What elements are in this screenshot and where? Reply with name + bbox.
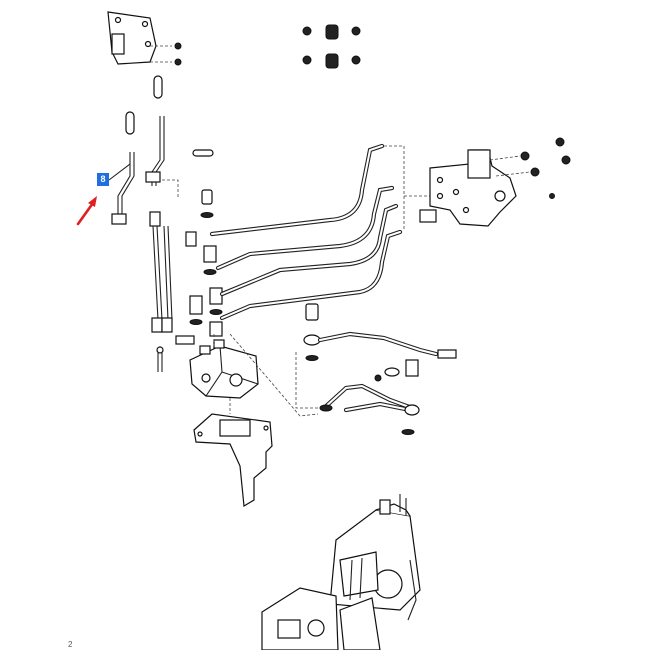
control-valve-block [189,333,319,417]
hydraulic-pipes [209,143,430,321]
valve-mounting-plate [419,137,571,227]
small-fittings-top-right [302,24,361,69]
pin-part [192,149,214,157]
part-callout-8[interactable]: 8 [97,173,109,186]
lever-assembly-left [111,75,179,372]
red-arrow-icon [76,196,97,226]
mounting-bracket-top [107,11,182,66]
callout-leader-line [108,163,131,181]
lift-cover-assembly [261,494,421,650]
valve-support-bracket [193,398,273,508]
fitting-column [175,189,223,345]
corner-mark: 2 [68,640,73,649]
return-pipe [295,303,457,435]
